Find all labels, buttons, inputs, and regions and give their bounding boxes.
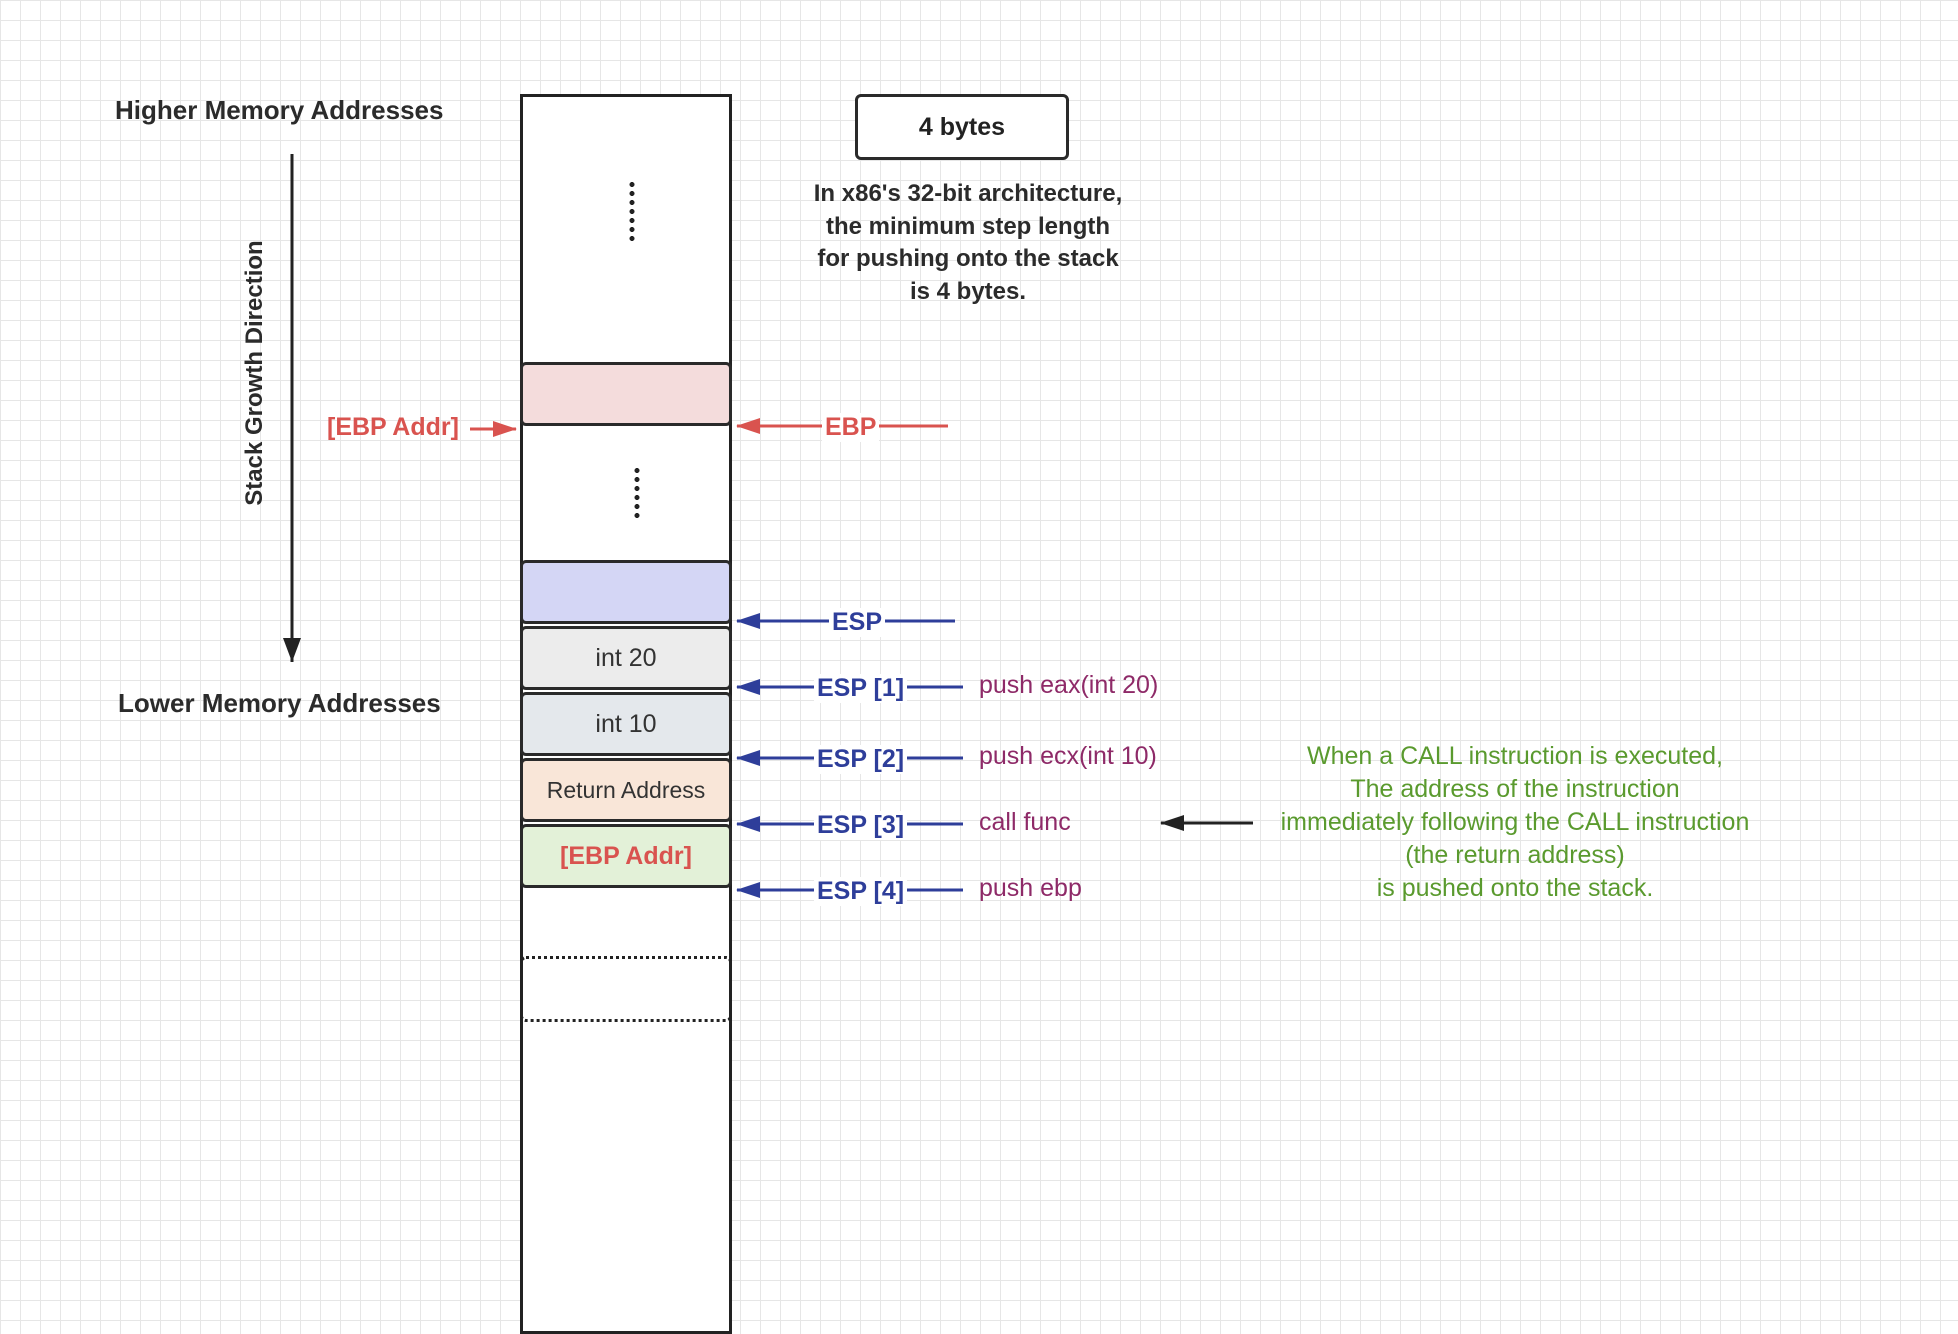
ebp-pointer-label: EBP bbox=[822, 413, 880, 442]
call-note-line: is pushed onto the stack. bbox=[1376, 874, 1654, 902]
call-note-line: immediately following the CALL instructi… bbox=[1280, 808, 1750, 836]
architecture-note: In x86's 32-bit architecture, the minimu… bbox=[814, 178, 1123, 308]
call-note-line: (the return address) bbox=[1405, 841, 1625, 869]
note-line: In x86's 32-bit architecture, bbox=[813, 180, 1123, 207]
call-note-line: The address of the instruction bbox=[1350, 775, 1680, 803]
note-line: for pushing onto the stack bbox=[817, 245, 1119, 272]
note-line: the minimum step length bbox=[825, 212, 1110, 240]
ellipsis-lower bbox=[634, 466, 640, 520]
esp4-pointer-label: ESP [4] bbox=[814, 877, 908, 906]
ellipsis-upper bbox=[629, 180, 635, 243]
empty-slot-cell bbox=[520, 956, 732, 1022]
stack-growth-label: Stack Growth Direction bbox=[241, 240, 268, 506]
stack-cell-int10: int 10 bbox=[520, 692, 732, 756]
note-line: is 4 bytes. bbox=[909, 277, 1027, 305]
lower-memory-label: Lower Memory Addresses bbox=[118, 688, 441, 718]
ebp-frame-cell bbox=[520, 362, 732, 426]
esp1-pointer-label: ESP [1] bbox=[814, 674, 908, 703]
instruction-push-ebp: push ebp bbox=[979, 874, 1082, 902]
call-note-line: When a CALL instruction is executed, bbox=[1307, 742, 1723, 770]
instruction-push-ecx: push ecx(int 10) bbox=[979, 742, 1157, 770]
call-annotation: When a CALL instruction is executed, The… bbox=[1281, 740, 1750, 905]
stack-cell-int20: int 20 bbox=[520, 626, 732, 690]
higher-memory-label: Higher Memory Addresses bbox=[115, 95, 444, 125]
instruction-call-func: call func bbox=[979, 808, 1071, 836]
ebp-addr-marker: [EBP Addr] bbox=[327, 413, 459, 441]
bytes-box: 4 bytes bbox=[855, 94, 1069, 160]
esp3-pointer-label: ESP [3] bbox=[814, 811, 908, 840]
esp2-pointer-label: ESP [2] bbox=[814, 745, 908, 774]
instruction-push-eax: push eax(int 20) bbox=[979, 671, 1159, 699]
growth-arrow-head bbox=[283, 638, 301, 662]
stack-cell-return-address: Return Address bbox=[520, 758, 732, 822]
esp-pointer-label: ESP bbox=[829, 608, 886, 637]
esp-top-cell bbox=[520, 560, 732, 624]
stack-cell-ebp-addr: [EBP Addr] bbox=[520, 824, 732, 888]
